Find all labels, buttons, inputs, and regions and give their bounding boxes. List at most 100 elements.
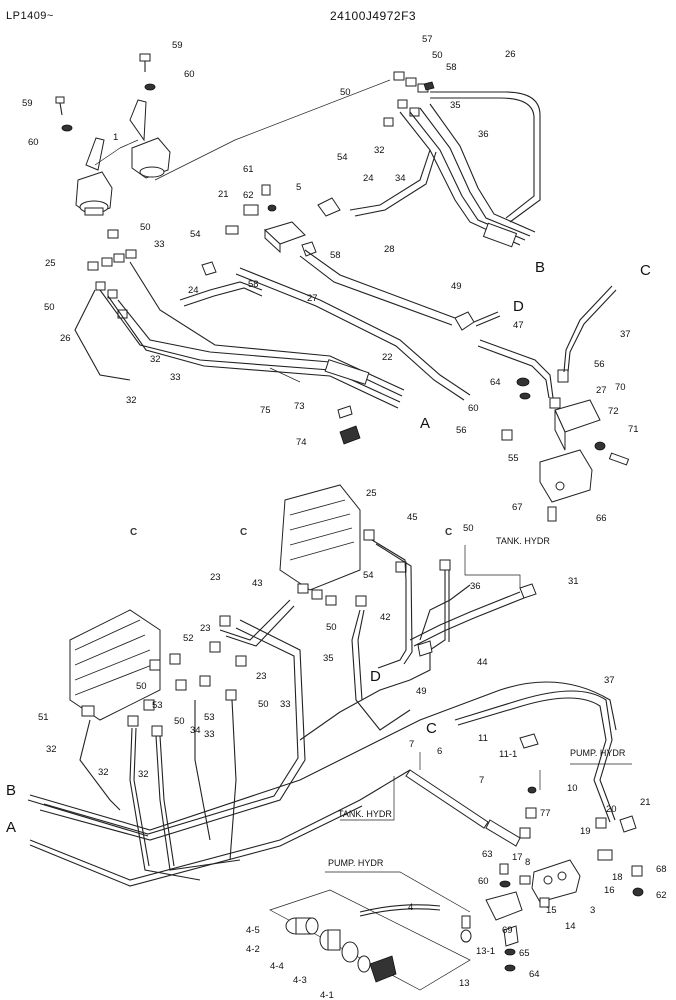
callout-77: 77 bbox=[540, 808, 551, 819]
clamp-73 bbox=[337, 405, 353, 419]
manifold-70 bbox=[501, 369, 630, 522]
callout-23-c: 23 bbox=[256, 671, 267, 682]
callout-59-left: 59 bbox=[22, 98, 33, 109]
pipes-middle bbox=[299, 539, 525, 741]
washer-60-left bbox=[61, 124, 73, 132]
callout-43: 43 bbox=[252, 578, 263, 589]
drawing-number-label: 24100J4972F3 bbox=[330, 9, 417, 23]
fittings-pump-right bbox=[519, 733, 644, 897]
callout-50-i: 50 bbox=[258, 699, 269, 710]
callout-54-top: 54 bbox=[337, 152, 348, 163]
callout-57: 57 bbox=[422, 34, 433, 45]
callout-21-lower: 21 bbox=[640, 797, 651, 808]
callout-4-5: 4-5 bbox=[246, 925, 260, 936]
callout-26-top: 26 bbox=[505, 49, 516, 60]
watermark-letter-c3: C bbox=[445, 527, 452, 538]
callout-33-top: 33 bbox=[154, 239, 165, 250]
pump-block-3 bbox=[519, 859, 581, 908]
callout-C-lower: C bbox=[426, 720, 437, 737]
callout-49-mid: 49 bbox=[416, 686, 427, 697]
callout-47: 47 bbox=[513, 320, 524, 331]
callout-60-left: 60 bbox=[28, 137, 39, 148]
callout-4-3: 4-3 bbox=[293, 975, 307, 986]
watermark-letter-c1: C bbox=[130, 527, 137, 538]
callout-72: 72 bbox=[608, 406, 619, 417]
callout-75: 75 bbox=[260, 405, 271, 416]
callout-49-top: 49 bbox=[451, 281, 462, 292]
callout-4: 4 bbox=[408, 902, 413, 913]
callout-60-lower: 60 bbox=[478, 876, 489, 887]
pipe-47-b bbox=[477, 345, 550, 399]
callout-3: 3 bbox=[590, 905, 595, 916]
callout-14: 14 bbox=[565, 921, 576, 932]
callout-22: 22 bbox=[382, 352, 393, 363]
callout-64-lower: 64 bbox=[529, 969, 540, 980]
callout-37-lower: 37 bbox=[604, 675, 615, 686]
fittings-54-row bbox=[297, 559, 451, 607]
pipe-37-upper-b bbox=[567, 289, 617, 373]
callout-C-top: C bbox=[640, 262, 651, 279]
callout-37-top: 37 bbox=[620, 329, 631, 340]
callout-A-top: A bbox=[420, 415, 430, 432]
callout-50-a: 50 bbox=[432, 50, 443, 61]
callout-24-top: 24 bbox=[363, 173, 374, 184]
callout-7-a: 7 bbox=[409, 739, 414, 750]
callout-13: 13 bbox=[459, 978, 470, 989]
bolt-59-top bbox=[139, 53, 151, 72]
pump-fitting-4 bbox=[359, 863, 523, 972]
pump-hydr-leader-bottom bbox=[325, 871, 471, 913]
clamp-74 bbox=[339, 425, 361, 445]
callout-27-top: 27 bbox=[307, 293, 318, 304]
callout-58-b: 58 bbox=[330, 250, 341, 261]
watermark-letter-c2: C bbox=[240, 527, 247, 538]
callout-45: 45 bbox=[407, 512, 418, 523]
callout-32-c: 32 bbox=[46, 744, 57, 755]
callout-6: 6 bbox=[437, 746, 442, 757]
connection-notes: TANK. HYDR PUMP. HYDR TANK. HYDR PUMP. H… bbox=[328, 536, 626, 868]
callout-11-1: 11-1 bbox=[499, 749, 517, 760]
callout-42: 42 bbox=[380, 612, 391, 623]
main-control-valve-left bbox=[69, 609, 161, 721]
pipe-bundle-to-A bbox=[74, 261, 405, 409]
callout-66: 66 bbox=[596, 513, 607, 524]
pipes-lower-bundle bbox=[27, 599, 617, 887]
callout-21-top: 21 bbox=[218, 189, 229, 200]
callout-53-a: 53 bbox=[152, 700, 163, 711]
joystick-right bbox=[129, 99, 171, 179]
callout-54-left: 54 bbox=[190, 229, 201, 240]
callout-B-lower: B bbox=[6, 782, 16, 799]
callout-63: 63 bbox=[482, 849, 493, 860]
pipe-bundle-to-B bbox=[399, 91, 541, 248]
callout-A-lower: A bbox=[6, 819, 16, 836]
callout-20: 20 bbox=[606, 804, 617, 815]
callout-7-b: 7 bbox=[479, 775, 484, 786]
callout-33-a: 33 bbox=[170, 372, 181, 383]
callout-74: 74 bbox=[296, 437, 307, 448]
callout-labels: 59 60 59 60 1 57 50 58 26 50 35 36 32 34… bbox=[6, 34, 667, 1000]
callout-34: 34 bbox=[395, 173, 406, 184]
callout-5: 5 bbox=[296, 182, 301, 193]
bolt-59-left bbox=[55, 96, 65, 116]
callout-61: 61 bbox=[243, 164, 254, 175]
callout-18: 18 bbox=[612, 872, 623, 883]
callout-32-b: 32 bbox=[126, 395, 137, 406]
callout-35-top: 35 bbox=[450, 100, 461, 111]
callout-4-2: 4-2 bbox=[246, 944, 260, 955]
callout-31: 31 bbox=[568, 576, 579, 587]
callout-54-mid: 54 bbox=[363, 570, 374, 581]
callout-13-1: 13-1 bbox=[476, 946, 495, 957]
tank-hose-6 bbox=[405, 769, 531, 847]
callout-67: 67 bbox=[512, 502, 523, 513]
callout-51: 51 bbox=[38, 712, 49, 723]
callout-23-a: 23 bbox=[210, 572, 221, 583]
callout-17: 17 bbox=[512, 852, 523, 863]
pump-adapter-exploded bbox=[269, 889, 471, 991]
callout-35-mid: 35 bbox=[323, 653, 334, 664]
callout-62-lower: 62 bbox=[656, 890, 667, 901]
callout-53-b: 53 bbox=[204, 712, 215, 723]
frame-line-top bbox=[154, 79, 391, 181]
callout-32-top: 32 bbox=[374, 145, 385, 156]
callout-27-right: 27 bbox=[596, 385, 607, 396]
clip-75 bbox=[269, 367, 301, 383]
